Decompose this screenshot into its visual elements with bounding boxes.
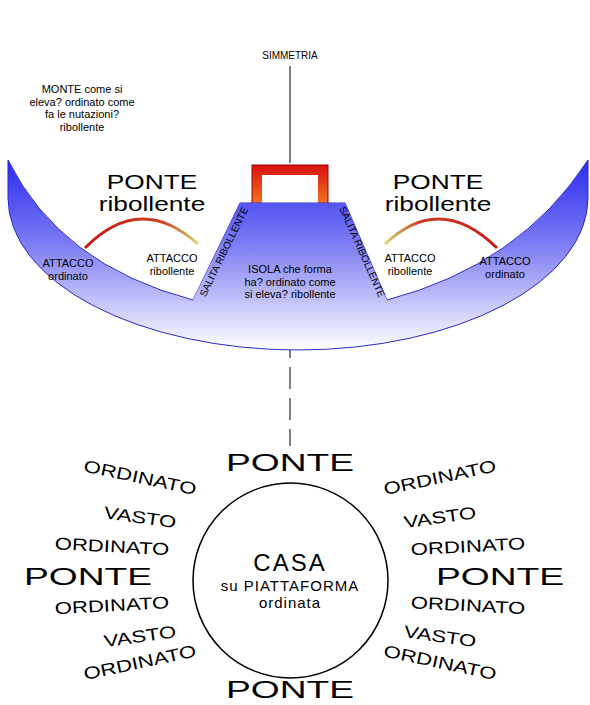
bridge-arc <box>385 219 497 248</box>
bridge-label: PONTE ribollente <box>82 171 222 215</box>
ray-word: ORDINATO <box>82 457 198 500</box>
tower-frame <box>252 165 328 205</box>
node-text: CASA <box>253 549 326 577</box>
ray-word: ORDINATO <box>410 593 525 619</box>
node-text: ATTACCO ordinato <box>33 257 103 282</box>
ray-word: ORDINATO <box>382 457 498 500</box>
bridge-word: PONTE <box>226 677 354 702</box>
note-text: MONTE come si eleva? ordinato come fa le… <box>25 83 140 134</box>
ray-word: VASTO <box>403 503 478 532</box>
bridge-word: PONTE <box>436 564 564 589</box>
bridge-word: PONTE <box>226 450 354 475</box>
symmetry-axis <box>290 66 291 163</box>
node-text: ATTACCO ribollente <box>375 252 445 277</box>
node-text: ISOLA che forma ha? ordinato come si ele… <box>240 263 340 301</box>
island-fill <box>193 203 387 330</box>
ray-word: ORDINATO <box>54 593 169 619</box>
node-text: ATTACCO ordinato <box>470 255 540 280</box>
bowl-shape <box>8 160 588 350</box>
bridge-label: PONTE ribollente <box>368 171 508 215</box>
bowl-region: ATTACCO ordinato ATTACCO ribollente ATTACC… <box>0 150 590 360</box>
symmetry-axis <box>290 336 291 446</box>
tower-opening <box>262 175 318 206</box>
house-circle: CASAsu PIATTAFORMA ordinata <box>192 482 389 679</box>
node-text: ATTACCO ribollente <box>137 252 207 277</box>
ray-word: ORDINATO <box>382 642 498 685</box>
ray-word: ORDINATO <box>54 534 169 560</box>
bridge-word: PONTE <box>24 564 152 589</box>
axis-label: SIMMETRIA <box>262 50 318 62</box>
ray-word: VASTO <box>103 503 178 532</box>
node-text: su PIATTAFORMA ordinata <box>205 577 375 612</box>
bridge-arc <box>85 219 198 248</box>
circle-outline <box>193 483 388 678</box>
island-shape: ISOLA che forma ha? ordinato come si ele… <box>190 203 390 330</box>
ray-word: ORDINATO <box>82 642 198 685</box>
ray-word: ORDINATO <box>410 534 525 560</box>
